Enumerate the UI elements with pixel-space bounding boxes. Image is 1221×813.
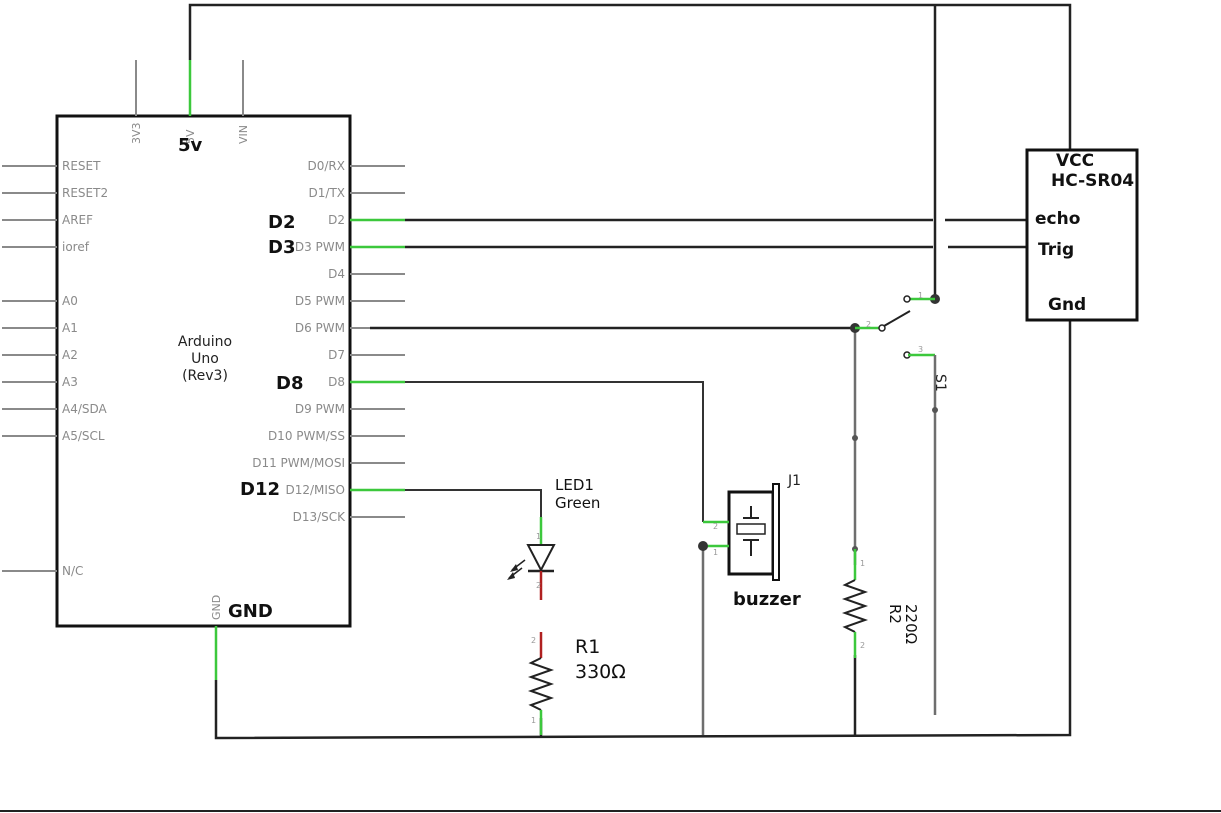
- pin-d3-label: D3 PWM: [295, 240, 345, 254]
- r1-pin2-number: 2: [531, 636, 536, 645]
- pin-d12-label: D12/MISO: [285, 483, 345, 497]
- pin-a5-label: A5/SCL: [62, 429, 105, 443]
- led-color: Green: [555, 494, 600, 512]
- r2-ref: R2: [886, 604, 904, 624]
- switch-pin1-number: 1: [918, 291, 923, 300]
- pin-d6-label: D6 PWM: [295, 321, 345, 335]
- annotation-d2: D2: [268, 212, 295, 233]
- annotation-d3: D3: [268, 237, 295, 258]
- sensor-name: HC-SR04: [1051, 171, 1134, 191]
- pin-d5-label: D5 PWM: [295, 294, 345, 308]
- pin-d0-label: D0/RX: [308, 159, 345, 173]
- buzzer-j1: 2 1 J1 buzzer: [698, 473, 801, 610]
- resistor-r1: 2 1 R1 330Ω: [527, 632, 626, 735]
- pin-d8-label: D8: [328, 375, 345, 389]
- buzzer-label: buzzer: [733, 589, 801, 610]
- pin-a1-label: A1: [62, 321, 78, 335]
- arduino-top-pins: 3V3 5V VIN: [130, 60, 250, 144]
- sensor-trig-label: Trig: [1038, 240, 1074, 260]
- annotation-d8: D8: [276, 373, 303, 394]
- pin-nc-label: N/C: [62, 564, 83, 578]
- buzzer-ref: J1: [787, 473, 801, 489]
- r2-value: 220Ω: [902, 604, 920, 644]
- pin-a0-label: A0: [62, 294, 78, 308]
- pin-gnd-label: GND: [210, 595, 223, 620]
- pin-d1-label: D1/TX: [309, 186, 345, 200]
- pin-d10-label: D10 PWM/SS: [268, 429, 345, 443]
- annotation-d12: D12: [240, 479, 280, 500]
- r2-pin2-number: 2: [860, 641, 865, 650]
- pin-5v-label: 5V: [184, 129, 197, 144]
- annotation-gnd: GND: [228, 601, 273, 622]
- r1-pin1-number: 1: [531, 716, 536, 725]
- arduino-name-line3: (Rev3): [182, 368, 228, 384]
- arduino-bottom-pin: GND: [210, 595, 223, 680]
- wires: [188, 3, 1072, 740]
- r1-value: 330Ω: [575, 661, 626, 683]
- sensor-vcc-label: VCC: [1056, 151, 1094, 171]
- annotation-5v: 5v: [178, 135, 203, 156]
- pin-a4-label: A4/SDA: [62, 402, 108, 416]
- sensor-gnd-label: Gnd: [1048, 295, 1086, 315]
- pin-d7-label: D7: [328, 348, 345, 362]
- pin-d9-label: D9 PWM: [295, 402, 345, 416]
- r1-ref: R1: [575, 636, 600, 658]
- switch-s1: 1 2 3 S1: [850, 291, 948, 413]
- switch-pin3-number: 3: [918, 345, 923, 354]
- led-pin2-number: 2: [536, 581, 541, 590]
- arduino-left-pins: RESET RESET2 AREF ioref A0 A1 A2 A3 A4/S…: [2, 159, 108, 578]
- pin-d2-label: D2: [328, 213, 345, 227]
- led1: 1 2 LED1 Green: [507, 476, 600, 600]
- pin-a3-label: A3: [62, 375, 78, 389]
- led-diode-symbol: [526, 544, 556, 573]
- arduino-board: [55, 114, 352, 628]
- pin-reset-label: RESET: [62, 159, 101, 173]
- pin-3v3-label: 3V3: [130, 122, 143, 144]
- resistor-r2: 1 2 R2 220Ω: [841, 435, 920, 658]
- switch-ref: S1: [932, 374, 948, 392]
- pin-d13-label: D13/SCK: [293, 510, 347, 524]
- r2-pin1-number: 1: [860, 559, 865, 568]
- led-pin1-number: 1: [536, 532, 541, 541]
- arduino-right-pins: D0/RX D1/TX D2 D3 PWM D4 D5 PWM D6 PWM D…: [252, 159, 405, 524]
- led-ref: LED1: [555, 476, 594, 494]
- pin-vin-label: VIN: [237, 125, 250, 144]
- pin-ioref-label: ioref: [62, 240, 90, 254]
- hc-sr04-module: [1025, 148, 1139, 322]
- pin-d11-label: D11 PWM/MOSI: [252, 456, 345, 470]
- pin-reset2-label: RESET2: [62, 186, 108, 200]
- switch-pin2-number: 2: [866, 320, 871, 329]
- buzzer-pin1-number: 1: [713, 548, 718, 557]
- pin-aref-label: AREF: [62, 213, 93, 227]
- arduino-name-line1: Arduino: [178, 334, 232, 350]
- pin-d4-label: D4: [328, 267, 345, 281]
- sensor-echo-label: echo: [1035, 209, 1080, 229]
- pin-a2-label: A2: [62, 348, 78, 362]
- arduino-name-line2: Uno: [191, 351, 219, 367]
- buzzer-pin2-number: 2: [713, 522, 718, 531]
